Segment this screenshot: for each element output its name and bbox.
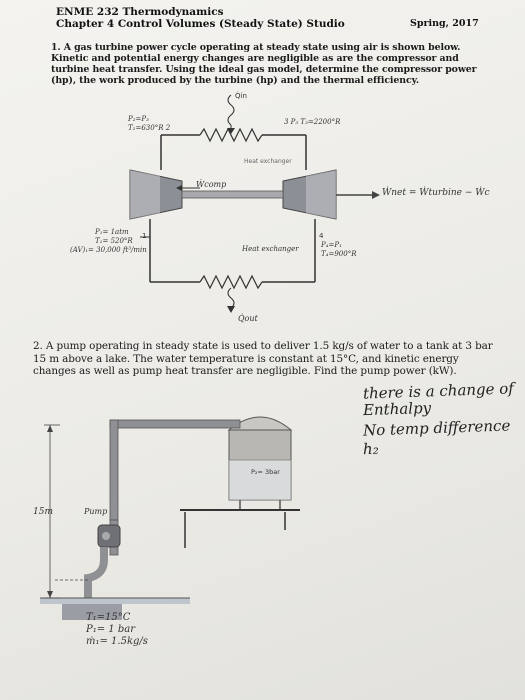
problem-1-text: 1. A gas turbine power cycle operating a… <box>51 42 477 86</box>
term-label: Spring, 2017 <box>410 18 479 29</box>
state1-pressure-p2-label: P₁= 1 bar <box>86 624 135 635</box>
state1-mass-flow-label: ṁ₁= 1.5kg/s <box>86 636 148 647</box>
state3-label: 3 P₃ T₃=2200°R <box>284 118 341 126</box>
chapter-title: Chapter 4 Control Volumes (Steady State)… <box>56 18 345 30</box>
header-left: ENME 232 Thermodynamics Chapter 4 Contro… <box>56 6 345 30</box>
q-out-label: Q̇out <box>238 314 258 323</box>
state4-pressure-label: P₄=P₁ <box>321 241 342 249</box>
state1-number: 1 <box>142 232 147 240</box>
problem-2-text: 2. A pump operating in steady state is u… <box>33 340 493 378</box>
heat-exchanger-top-label: Heat exchanger <box>244 158 292 165</box>
state4-number: 4 <box>319 232 324 240</box>
handwritten-note-4: h₂ <box>362 439 379 459</box>
state2-pressure-label: P₂=P₃ <box>128 115 149 123</box>
state1-flow-label: (AV)₁= 30,000 ft³/min <box>70 246 147 254</box>
pump-label: Pump <box>84 507 108 516</box>
tank-pressure-label: P₂= 3bar <box>251 468 280 476</box>
height-label: 15m <box>33 507 53 517</box>
w-net-label: Ẇnet = Ẇturbine − Ẇc <box>382 188 490 198</box>
heat-exchanger-bottom-label: Heat exchanger <box>242 245 299 253</box>
state1-temp-label: T₁=15°C <box>86 612 131 623</box>
course-title: ENME 232 Thermodynamics <box>56 6 224 18</box>
q-in-label: Q̇in <box>235 92 247 100</box>
state1-temperature-label: T₁= 520°R <box>95 237 133 245</box>
state1-pressure-label: P₁= 1atm <box>95 228 129 236</box>
state2-temperature-label: T₂=630°R 2 <box>128 124 171 132</box>
w-comp-label: Ẇcomp <box>196 180 227 189</box>
handwritten-note-2: Enthalpy <box>362 398 432 420</box>
state4-temperature-label: T₄=900°R <box>321 250 357 258</box>
